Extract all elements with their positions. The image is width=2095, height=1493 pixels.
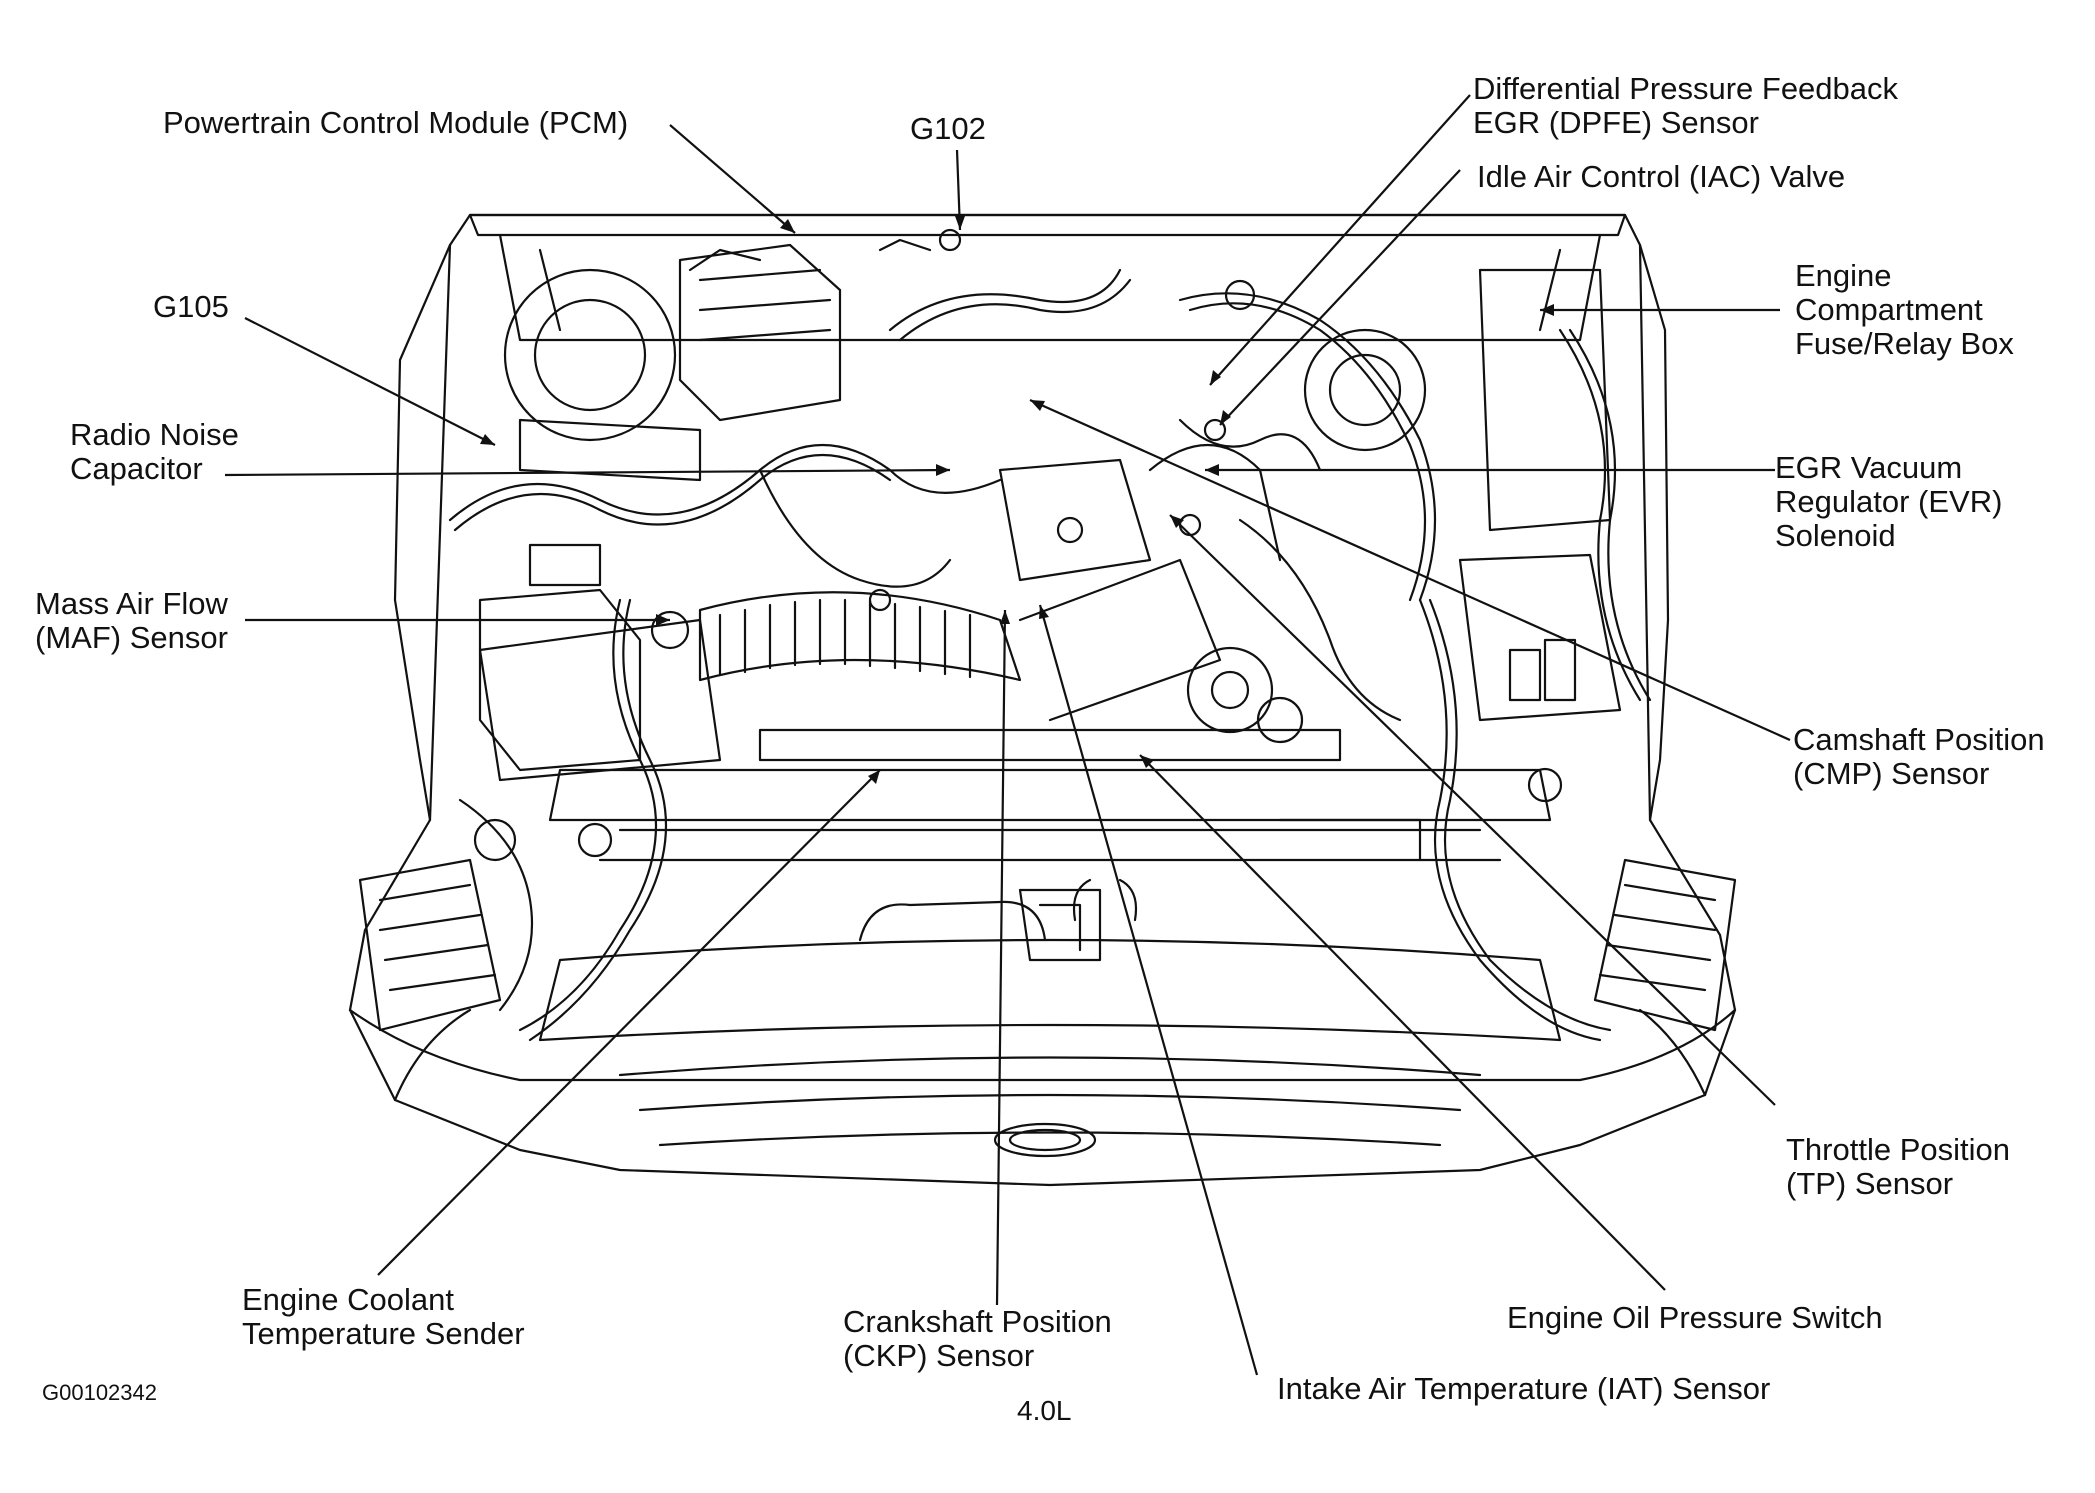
wiring-harness-right bbox=[1178, 292, 1437, 602]
pcm-label: Powertrain Control Module (PCM) bbox=[163, 105, 629, 140]
leader-iac bbox=[1219, 169, 1461, 426]
leader-pcm bbox=[669, 124, 796, 234]
front-bumper bbox=[538, 938, 1562, 1042]
grille-emblem bbox=[993, 1122, 1097, 1158]
left-headlamp bbox=[358, 858, 502, 1032]
throttle-body bbox=[1186, 646, 1274, 734]
fuse-relay-box bbox=[1458, 553, 1622, 722]
leader-ckp bbox=[995, 609, 1007, 1306]
brake-booster bbox=[503, 268, 677, 442]
cmp-label: Camshaft Position (CMP) Sensor bbox=[1793, 722, 2045, 791]
radiator-crossmember bbox=[548, 768, 1552, 822]
radiator-support bbox=[468, 213, 1627, 237]
grille-bottom bbox=[658, 1131, 1442, 1147]
fuse-box-label: Engine Compartment Fuse/Relay Box bbox=[1795, 258, 2014, 361]
leader-ect bbox=[377, 769, 881, 1276]
leader-oil bbox=[1139, 754, 1666, 1291]
grille-top bbox=[618, 1056, 1482, 1077]
ckp-label: Crankshaft Position (CKP) Sensor bbox=[843, 1304, 1112, 1373]
hood-outline bbox=[348, 213, 1737, 1187]
figure-id: G00102342 bbox=[42, 1380, 157, 1405]
g102-label: G102 bbox=[910, 111, 986, 146]
cowl bbox=[498, 233, 1602, 342]
air-intake-tube bbox=[698, 591, 1022, 682]
radio-noise-label: Radio Noise Capacitor bbox=[70, 417, 239, 486]
leader-cmp bbox=[1029, 398, 1791, 742]
iac-label: Idle Air Control (IAC) Valve bbox=[1477, 159, 1846, 194]
left-fender bbox=[393, 243, 452, 822]
grille-mid bbox=[638, 1093, 1462, 1112]
dpfe-label: Differential Pressure Feedback EGR (DPFE… bbox=[1473, 71, 1899, 140]
engine-size-label: 4.0L bbox=[1017, 1395, 1072, 1426]
oil-switch-label: Engine Oil Pressure Switch bbox=[1507, 1300, 1883, 1335]
right-fender bbox=[1638, 243, 1670, 822]
leader-g105 bbox=[244, 317, 496, 446]
leader-iat bbox=[1038, 604, 1259, 1376]
coolant-reservoir bbox=[1303, 328, 1427, 452]
leader-dpfe bbox=[1209, 94, 1471, 386]
maf-label: Mass Air Flow (MAF) Sensor bbox=[35, 586, 228, 655]
right-headlamp bbox=[1593, 858, 1737, 1032]
tp-label: Throttle Position (TP) Sensor bbox=[1786, 1132, 2010, 1201]
air-cleaner bbox=[478, 618, 722, 782]
iat-label: Intake Air Temperature (IAT) Sensor bbox=[1277, 1371, 1771, 1406]
ect-label: Engine Coolant Temperature Sender bbox=[242, 1282, 525, 1351]
master-cylinder bbox=[678, 243, 842, 422]
intake-plenum bbox=[998, 458, 1152, 582]
wiring-harness-left bbox=[448, 444, 1002, 522]
hood-latch bbox=[1018, 888, 1102, 962]
leader-tp bbox=[1169, 514, 1776, 1106]
g105-label: G105 bbox=[153, 289, 229, 324]
evr-label: EGR Vacuum Regulator (EVR) Solenoid bbox=[1775, 450, 2003, 553]
leader-radio-noise bbox=[224, 468, 951, 477]
